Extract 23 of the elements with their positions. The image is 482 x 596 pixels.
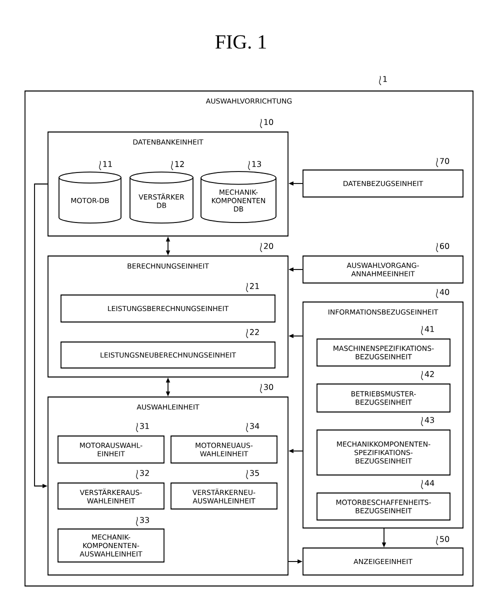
reference-numeral: 43 xyxy=(421,416,434,426)
reference-numeral: 41 xyxy=(421,326,434,336)
reference-numeral: 22 xyxy=(246,328,259,338)
reference-numeral: 10 xyxy=(260,118,274,128)
reference-numeral: 30 xyxy=(260,384,274,394)
reference-numeral: 60 xyxy=(436,242,450,252)
reference-numeral: 35 xyxy=(246,470,259,480)
reference-numeral: 33 xyxy=(136,516,149,526)
figure-title: FIG. 1 xyxy=(215,35,266,49)
reference-numeral: 42 xyxy=(421,370,434,380)
reference-numeral: 13 xyxy=(248,160,261,170)
reference-numeral: 50 xyxy=(436,536,450,546)
reference-numeral: 40 xyxy=(436,288,450,298)
reference-numeral: 31 xyxy=(136,422,149,432)
reference-numeral: 11 xyxy=(99,160,112,170)
reference-numeral: 20 xyxy=(260,242,274,252)
reference-numeral: 12 xyxy=(171,160,184,170)
reference-numeral: 21 xyxy=(246,282,259,292)
reference-numeral: 70 xyxy=(436,158,450,168)
reference-numeral: 32 xyxy=(136,470,149,480)
reference-numeral: 1 xyxy=(379,76,387,86)
reference-numeral: 44 xyxy=(421,480,434,490)
reference-numeral: 34 xyxy=(246,422,260,432)
